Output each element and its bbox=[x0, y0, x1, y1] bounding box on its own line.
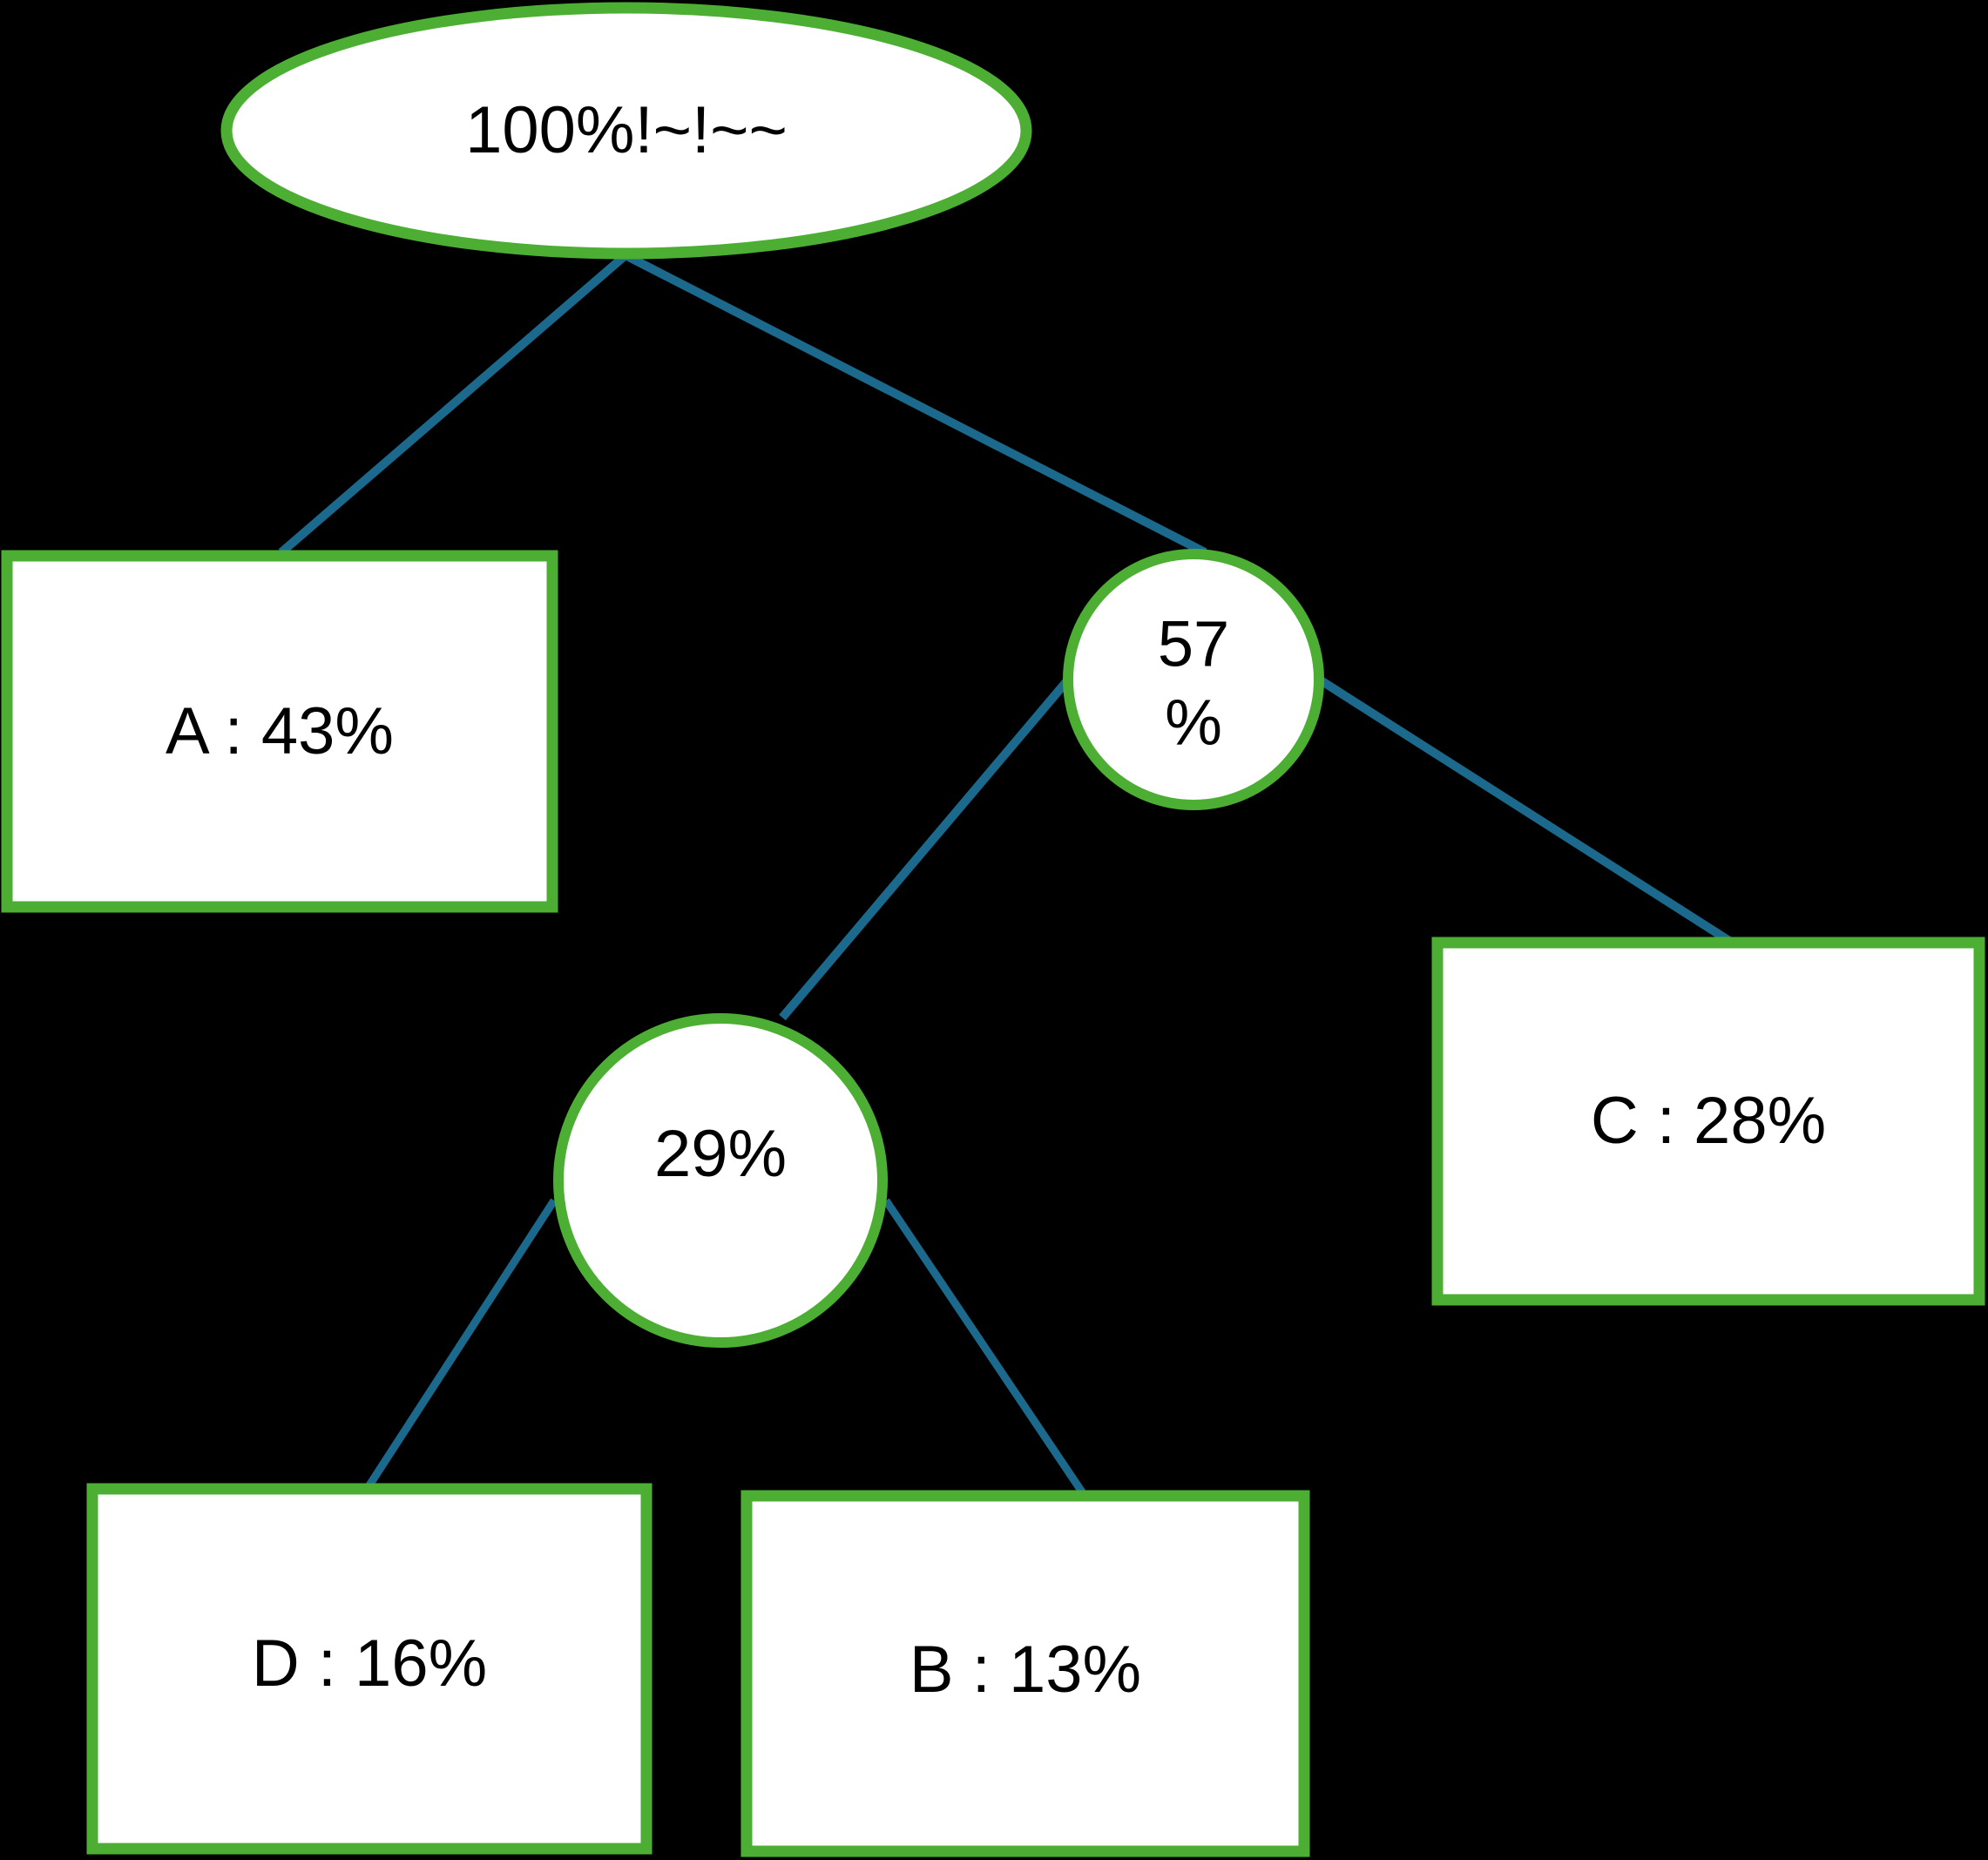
edge-root-to-a bbox=[278, 252, 629, 556]
edge-29-to-b bbox=[882, 1198, 1086, 1496]
edge-root-to-57 bbox=[623, 251, 1207, 557]
branch-29-circle-shape bbox=[553, 1013, 888, 1348]
root-ellipse-shape bbox=[220, 2, 1032, 260]
root-label: 100%!~!~~ bbox=[465, 93, 788, 167]
node-branch-57[interactable]: 57 % bbox=[1063, 549, 1324, 810]
branch-57-label-line2: % bbox=[1165, 687, 1222, 759]
leaf-b-rect-shape bbox=[740, 1490, 1310, 1857]
leaf-d-rect-shape bbox=[86, 1483, 653, 1855]
edge-29-to-d bbox=[364, 1198, 558, 1491]
node-leaf-a[interactable]: A : 43% bbox=[1, 550, 558, 913]
leaf-d-label: D : 16% bbox=[252, 1627, 487, 1701]
leaf-b-label: B : 13% bbox=[909, 1633, 1141, 1707]
node-root[interactable]: 100%!~!~~ bbox=[220, 2, 1032, 260]
leaf-a-rect-shape bbox=[1, 550, 558, 913]
node-leaf-c[interactable]: C : 28% bbox=[1431, 937, 1985, 1306]
node-branch-29[interactable]: 29% bbox=[553, 1013, 888, 1348]
branch-57-circle-shape bbox=[1063, 549, 1324, 810]
edge-57-to-c bbox=[1315, 674, 1732, 945]
branch-29-label: 29% bbox=[654, 1117, 787, 1191]
node-leaf-b[interactable]: B : 13% bbox=[740, 1490, 1310, 1857]
leaf-c-label: C : 28% bbox=[1591, 1084, 1826, 1158]
branch-57-label-line1: 57 bbox=[1158, 608, 1229, 680]
leaf-c-rect-shape bbox=[1431, 937, 1985, 1306]
leaf-a-label: A : 43% bbox=[166, 694, 394, 768]
edge-57-to-29 bbox=[779, 675, 1072, 1021]
node-leaf-d[interactable]: D : 16% bbox=[86, 1483, 653, 1855]
